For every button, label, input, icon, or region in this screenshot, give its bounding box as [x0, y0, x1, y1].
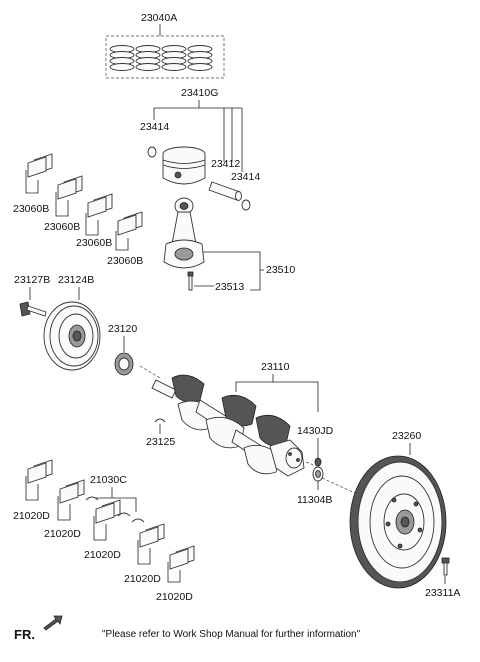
label-key: 23125: [146, 436, 175, 448]
label-bearing-upper-2: 23060B: [44, 221, 80, 233]
label-bearing-upper-3: 23060B: [76, 237, 112, 249]
crankshaft-sprocket[interactable]: [114, 352, 134, 376]
label-pulley-bolt: 23127B: [14, 274, 50, 286]
label-snap-ring-right: 23414: [231, 171, 260, 183]
label-bushing: 11304B: [297, 494, 332, 506]
label-bearing-lower-4: 21020D: [124, 573, 161, 585]
label-crankshaft: 23110: [261, 361, 290, 373]
label-piston-pin-assy: 23410G: [181, 87, 218, 99]
label-rod-bolt: 23513: [215, 281, 244, 293]
label-snap-ring-top: 23414: [140, 121, 169, 133]
label-bearing-lower-5: 21020D: [156, 591, 193, 603]
label-bearing-upper-1: 23060B: [13, 203, 49, 215]
rod-bolt[interactable]: [187, 271, 194, 291]
bushing[interactable]: [312, 466, 324, 482]
front-arrow-icon: [43, 615, 63, 631]
crankshaft-key[interactable]: [154, 418, 166, 423]
flywheel[interactable]: [349, 455, 447, 589]
crankshaft-plug[interactable]: [314, 457, 322, 467]
piston-pin[interactable]: [208, 181, 242, 201]
footer-note: "Please refer to Work Shop Manual for fu…: [102, 629, 361, 640]
label-bearing-lower-1: 21020D: [13, 510, 50, 522]
label-bearing-lower-3: 21020D: [84, 549, 121, 561]
label-flywheel-bolt: 23311A: [425, 587, 460, 599]
bearing-shells-upper[interactable]: [27, 153, 143, 236]
label-piston-ring-set: 23040A: [141, 12, 177, 24]
label-plug: 1430JD: [297, 425, 334, 437]
pulley-bolt[interactable]: [19, 301, 47, 317]
label-connecting-rod: 23510: [266, 264, 295, 276]
bearing-shells-lower[interactable]: [27, 459, 195, 570]
snap-ring-right[interactable]: [241, 199, 251, 211]
piston-ring-set[interactable]: [105, 35, 225, 79]
snap-ring-left[interactable]: [147, 146, 157, 158]
piston[interactable]: [162, 146, 206, 185]
label-flywheel: 23260: [392, 430, 421, 442]
front-indicator-label: FR.: [14, 627, 35, 642]
crankshaft-pulley[interactable]: [43, 301, 101, 371]
label-pulley: 23124B: [58, 274, 94, 286]
label-sprocket: 23120: [108, 323, 137, 335]
label-thrust-washer: 21030C: [90, 474, 127, 486]
crankshaft[interactable]: [151, 374, 305, 477]
label-piston-pin: 23412: [211, 158, 240, 170]
flywheel-bolt[interactable]: [441, 557, 450, 576]
connecting-rod[interactable]: [163, 197, 205, 269]
label-bearing-lower-2: 21020D: [44, 528, 81, 540]
label-bearing-upper-4: 23060B: [107, 255, 143, 267]
